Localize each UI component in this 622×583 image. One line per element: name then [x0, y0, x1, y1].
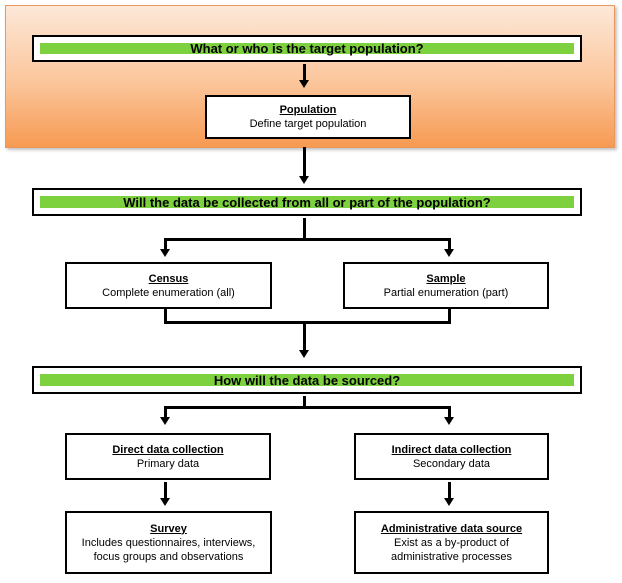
arrow-down-icon: [160, 498, 170, 506]
sample-box: Sample Partial enumeration (part): [343, 262, 549, 309]
connector-line: [164, 238, 167, 250]
connector-line: [303, 147, 306, 177]
question-target-population-label: What or who is the target population?: [40, 41, 574, 56]
connector-line: [448, 309, 451, 323]
connector-line: [448, 406, 451, 418]
arrow-down-icon: [444, 498, 454, 506]
arrow-down-icon: [299, 176, 309, 184]
direct-collection-description: Primary data: [136, 457, 200, 470]
indirect-collection-title: Indirect data collection: [391, 443, 512, 456]
sample-title: Sample: [426, 272, 466, 285]
connector-line: [448, 238, 451, 250]
connector-line: [303, 64, 306, 81]
question-target-population: What or who is the target population?: [32, 35, 582, 62]
connector-line: [448, 482, 451, 499]
indirect-collection-box: Indirect data collection Secondary data: [354, 433, 549, 480]
survey-description: Includes questionnaires, interviews, foc…: [81, 536, 256, 563]
arrow-down-icon: [299, 80, 309, 88]
survey-box: Survey Includes questionnaires, intervie…: [65, 511, 272, 574]
arrow-down-icon: [444, 417, 454, 425]
population-description: Define target population: [249, 118, 367, 130]
question-collection-scope-label: Will the data be collected from all or p…: [40, 195, 574, 210]
connector-line: [164, 321, 451, 324]
connector-line: [164, 238, 451, 241]
census-title: Census: [148, 272, 189, 285]
administrative-source-title: Administrative data source: [380, 522, 523, 535]
direct-collection-title: Direct data collection: [112, 443, 224, 456]
population-title: Population: [279, 104, 337, 116]
connector-line: [164, 406, 451, 409]
census-box: Census Complete enumeration (all): [65, 262, 272, 309]
connector-line: [164, 482, 167, 499]
question-data-source: How will the data be sourced?: [32, 366, 582, 394]
sample-description: Partial enumeration (part): [383, 286, 509, 299]
administrative-source-box: Administrative data source Exist as a by…: [354, 511, 549, 574]
population-box: Population Define target population: [205, 95, 411, 139]
census-description: Complete enumeration (all): [102, 286, 235, 299]
administrative-source-description: Exist as a by-product of administrative …: [390, 536, 513, 563]
indirect-collection-description: Secondary data: [412, 457, 491, 470]
question-collection-scope: Will the data be collected from all or p…: [32, 188, 582, 216]
connector-line: [303, 321, 306, 351]
arrow-down-icon: [160, 417, 170, 425]
connector-line: [164, 406, 167, 418]
connector-line: [303, 218, 306, 240]
survey-title: Survey: [150, 522, 187, 535]
question-data-source-label: How will the data be sourced?: [40, 373, 574, 388]
connector-line: [164, 309, 167, 323]
direct-collection-box: Direct data collection Primary data: [65, 433, 271, 480]
arrow-down-icon: [444, 249, 454, 257]
connector-line: [303, 396, 306, 408]
arrow-down-icon: [299, 350, 309, 358]
arrow-down-icon: [160, 249, 170, 257]
